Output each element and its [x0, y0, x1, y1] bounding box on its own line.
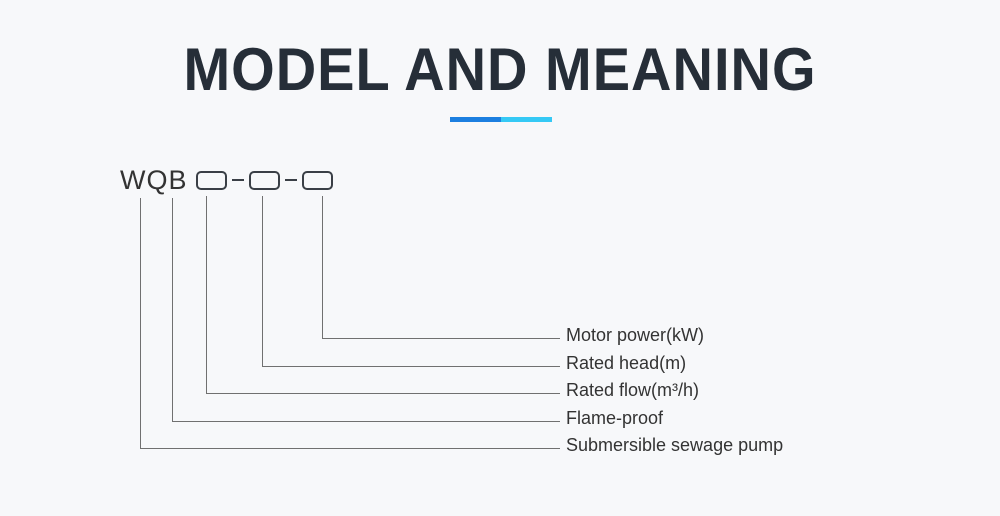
connector-vline-motor-power: [322, 196, 323, 338]
model-box-power: [301, 170, 333, 190]
model-box-head: [248, 170, 280, 190]
label-rated-flow: Rated flow(m³/h): [566, 380, 700, 400]
connector-hline-submersible-pump: [140, 448, 560, 449]
model-code: WQB: [120, 165, 333, 195]
title-underline: [450, 117, 552, 122]
page-title: MODEL AND MEANING: [183, 35, 817, 104]
connector-vline-submersible-pump: [140, 198, 141, 448]
connector-vline-flame-proof: [172, 198, 173, 421]
model-prefix: WQB: [120, 164, 188, 195]
model-dash-2: [284, 179, 297, 181]
label-motor-power: Motor power(kW): [566, 325, 705, 345]
connector-hline-rated-flow: [206, 393, 560, 394]
model-dash-1: [231, 179, 244, 181]
label-submersible-pump: Submersible sewage pump: [566, 435, 784, 455]
label-flame-proof: Flame-proof: [566, 408, 664, 428]
connector-hline-motor-power: [322, 338, 560, 339]
connector-hline-flame-proof: [172, 421, 560, 422]
underline-segment-light: [501, 117, 552, 122]
underline-segment-dark: [450, 117, 501, 122]
connector-vline-rated-flow: [206, 196, 207, 393]
connector-vline-rated-head: [262, 196, 263, 366]
label-rated-head: Rated head(m): [566, 353, 687, 373]
model-box-flow: [195, 170, 227, 190]
connector-hline-rated-head: [262, 366, 560, 367]
